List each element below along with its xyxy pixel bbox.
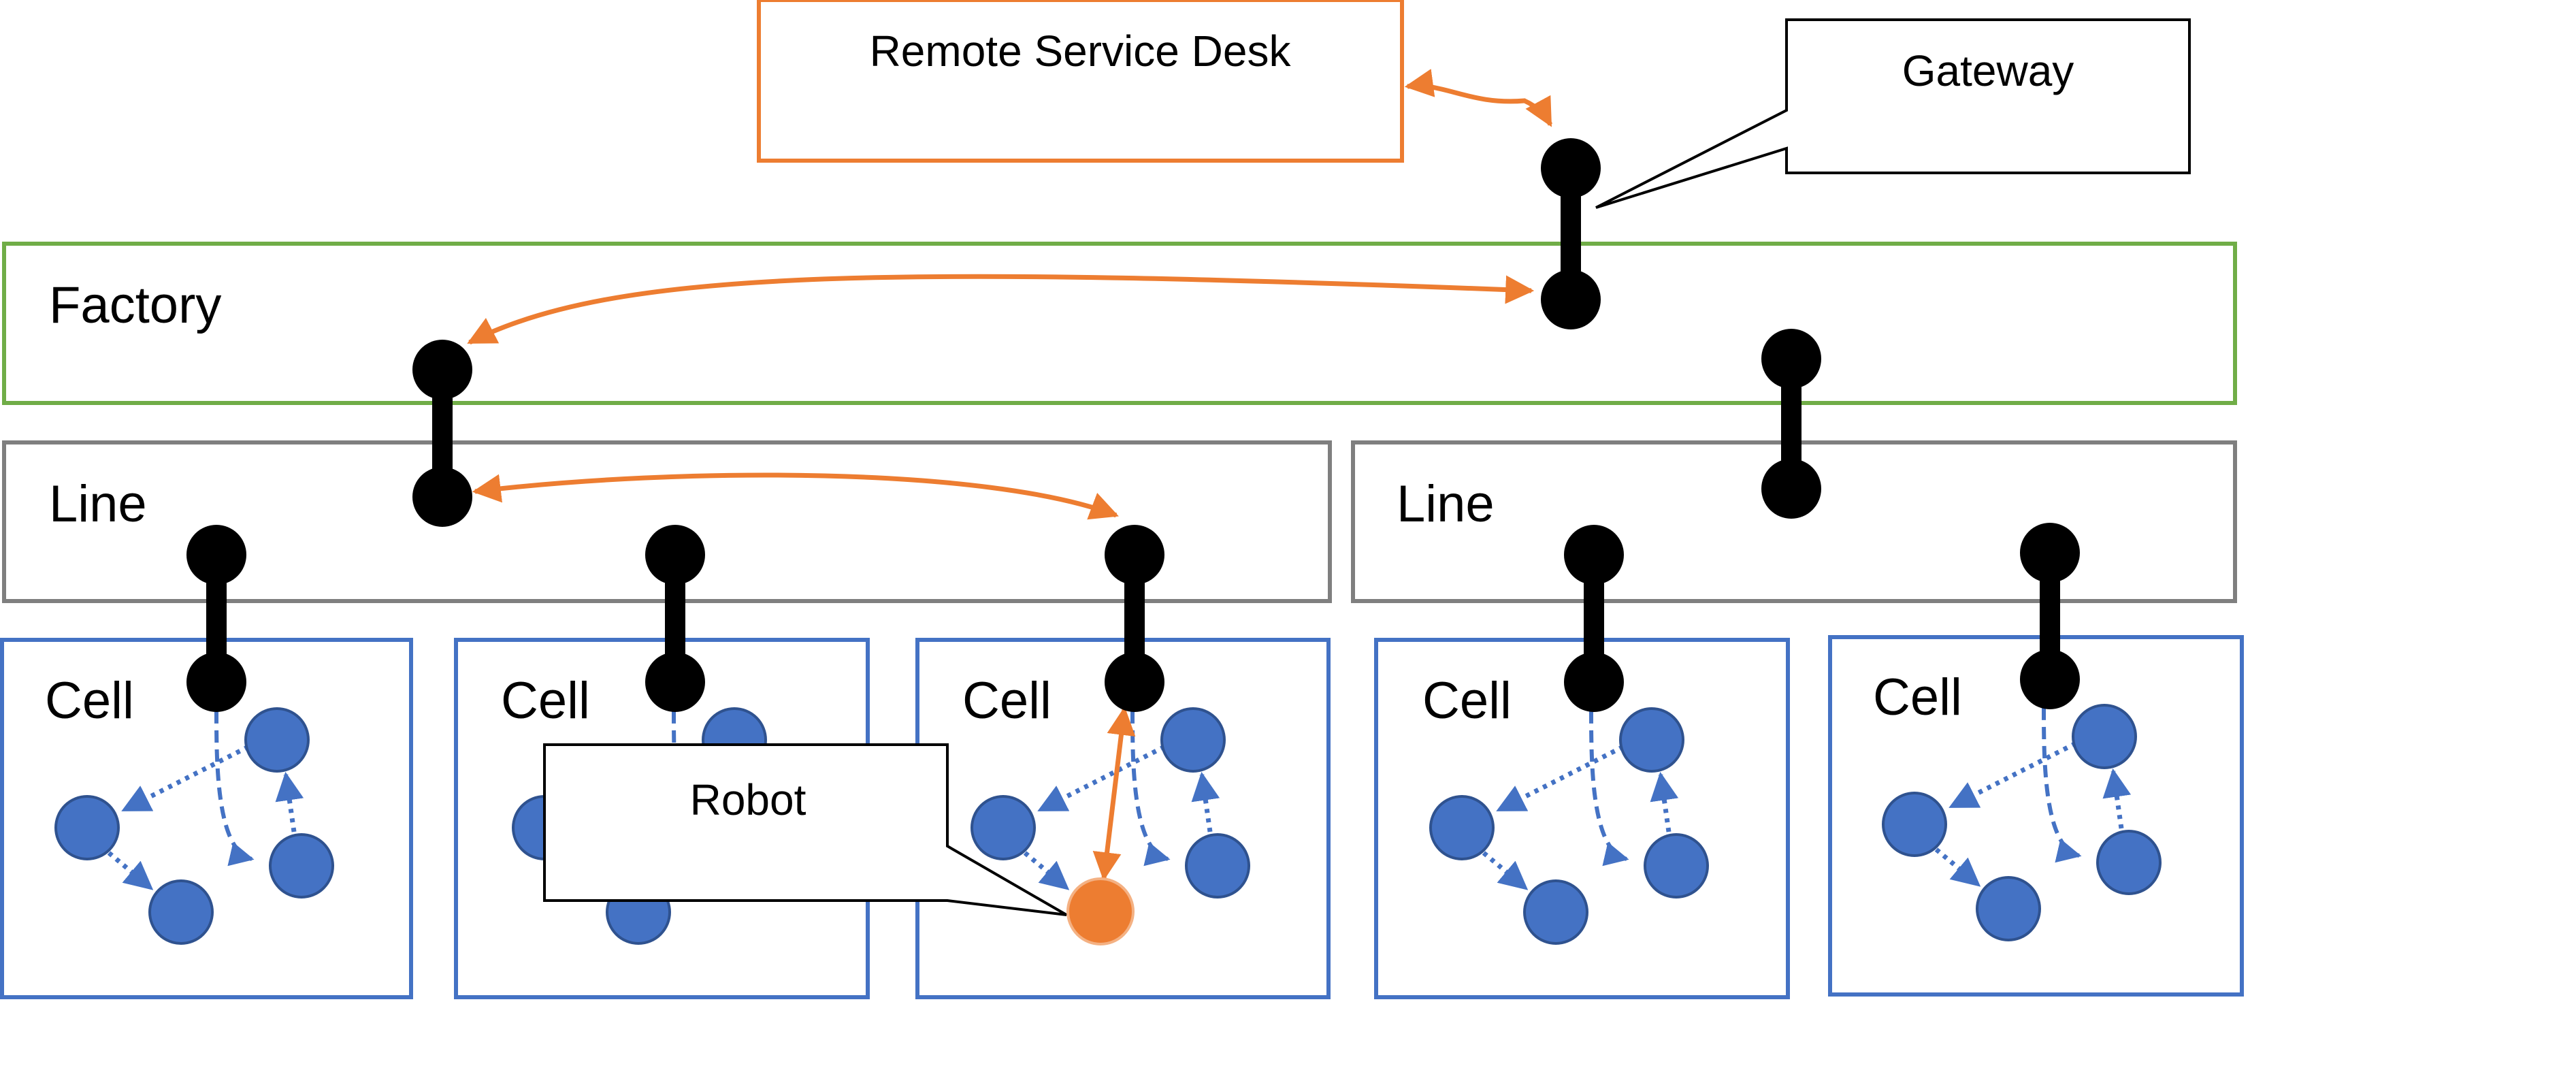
robot-label: Robot xyxy=(690,775,806,824)
dotted-link xyxy=(1496,744,1625,813)
dashed-link xyxy=(214,711,255,867)
device-node xyxy=(1185,833,1250,899)
cell-graph-5 xyxy=(1882,704,2162,941)
device-node xyxy=(54,795,120,860)
line-label-left: Line xyxy=(49,475,147,533)
cell-label: Cell xyxy=(45,672,134,730)
dotted-link xyxy=(275,771,304,832)
connector-endpoint xyxy=(186,525,246,585)
connector-endpoint xyxy=(2020,649,2080,709)
device-node xyxy=(1619,707,1684,773)
connector-4 xyxy=(186,525,246,712)
device-node xyxy=(1976,876,2041,941)
connector-endpoint xyxy=(1564,525,1624,585)
dashed-link xyxy=(2042,707,2082,863)
connector-endpoint xyxy=(1761,459,1821,519)
cell-label: Cell xyxy=(962,672,1051,730)
connector-3 xyxy=(1761,329,1821,519)
dotted-link xyxy=(1191,771,1220,832)
gateway-callout xyxy=(1595,18,2191,209)
device-node xyxy=(1160,707,1226,773)
connector-endpoint xyxy=(1541,138,1601,198)
connector-endpoint xyxy=(645,652,705,712)
connector-endpoint xyxy=(2020,523,2080,583)
device-node xyxy=(2096,830,2162,895)
gateway-to-factory-arrow xyxy=(467,274,1535,345)
cell-graph-4 xyxy=(1429,707,1709,945)
cell-graph-3 xyxy=(971,707,1250,899)
device-node xyxy=(1429,795,1495,860)
device-node xyxy=(244,707,310,773)
cell-label: Cell xyxy=(1422,672,1512,730)
connector-endpoint xyxy=(186,652,246,712)
connector-endpoint xyxy=(1761,329,1821,389)
connector-endpoint xyxy=(1564,652,1624,712)
connector-5 xyxy=(645,525,705,712)
device-node xyxy=(1644,833,1709,899)
cell-label: Cell xyxy=(1873,668,1962,726)
gateway-label: Gateway xyxy=(1902,46,2074,95)
device-node xyxy=(1523,879,1588,945)
remote-service-desk-label: Remote Service Desk xyxy=(870,27,1292,76)
dotted-link xyxy=(121,744,250,813)
device-node xyxy=(2072,704,2137,769)
line-to-cell-arrow xyxy=(472,472,1119,520)
dotted-link xyxy=(1949,741,2077,809)
device-node xyxy=(269,833,334,899)
connector-endpoint xyxy=(412,340,472,400)
device-node xyxy=(148,879,214,945)
remote-to-gateway-arrow xyxy=(1404,69,1553,127)
connector-8 xyxy=(2020,523,2080,709)
robot-callout xyxy=(543,743,1067,916)
dotted-link xyxy=(1650,771,1679,832)
cell-graph-1 xyxy=(54,707,334,945)
connector-endpoint xyxy=(645,525,705,585)
dotted-link xyxy=(2102,768,2132,829)
connector-endpoint xyxy=(412,467,472,527)
factory-box xyxy=(2,242,2237,405)
device-node xyxy=(1882,792,1947,857)
connector-1 xyxy=(1541,138,1601,329)
device-node xyxy=(971,795,1036,860)
cell-label: Cell xyxy=(501,672,590,730)
cell-to-robot-arrow xyxy=(1092,706,1136,881)
connectors xyxy=(186,138,2080,712)
factory-label: Factory xyxy=(49,276,221,334)
robot-node xyxy=(1066,877,1135,945)
connector-endpoint xyxy=(1541,270,1601,329)
dashed-link xyxy=(1589,711,1629,867)
connector-endpoint xyxy=(1105,652,1164,712)
connector-6 xyxy=(1105,525,1164,712)
connector-endpoint xyxy=(1105,525,1164,585)
remote-service-desk-box xyxy=(757,0,1404,163)
line-label-right: Line xyxy=(1397,475,1495,533)
connector-7 xyxy=(1564,525,1624,712)
connector-2 xyxy=(412,340,472,527)
